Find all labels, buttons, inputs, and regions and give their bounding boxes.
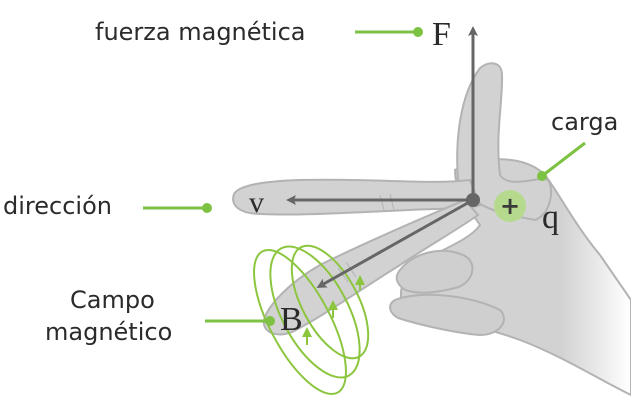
- vectors: [286, 26, 478, 288]
- hand-index-finger: [232, 178, 482, 216]
- field-loop-3: [290, 244, 370, 360]
- magnetic-field-lines: [253, 244, 370, 396]
- hand-lower-fingers: [389, 293, 505, 337]
- field-label-line2: magnético: [45, 318, 172, 346]
- hand-curled-fingers: [395, 249, 474, 294]
- hand-thumb: [456, 62, 553, 222]
- direction-leader-dot: [202, 203, 212, 213]
- field-label-line1: Campo: [70, 286, 155, 314]
- force-label: fuerza magnética: [95, 18, 306, 46]
- direction-label: dirección: [3, 192, 112, 220]
- field-loop-2: [269, 245, 361, 379]
- field-leader-dot: [265, 316, 275, 326]
- charge-symbol: q: [542, 199, 559, 236]
- force-symbol: F: [432, 16, 451, 53]
- charge-circle: [494, 190, 526, 222]
- field-vector: [316, 198, 474, 288]
- charge-sign: +: [500, 192, 520, 220]
- charge-leader: [541, 141, 586, 178]
- charge-label: carga: [551, 108, 618, 136]
- vector-origin-dot: [466, 193, 480, 207]
- charge-leader-dot: [537, 171, 547, 181]
- velocity-symbol: v: [249, 186, 264, 219]
- field-loop-1: [253, 248, 347, 396]
- field-symbol: B: [280, 301, 303, 338]
- force-leader-dot: [413, 27, 423, 37]
